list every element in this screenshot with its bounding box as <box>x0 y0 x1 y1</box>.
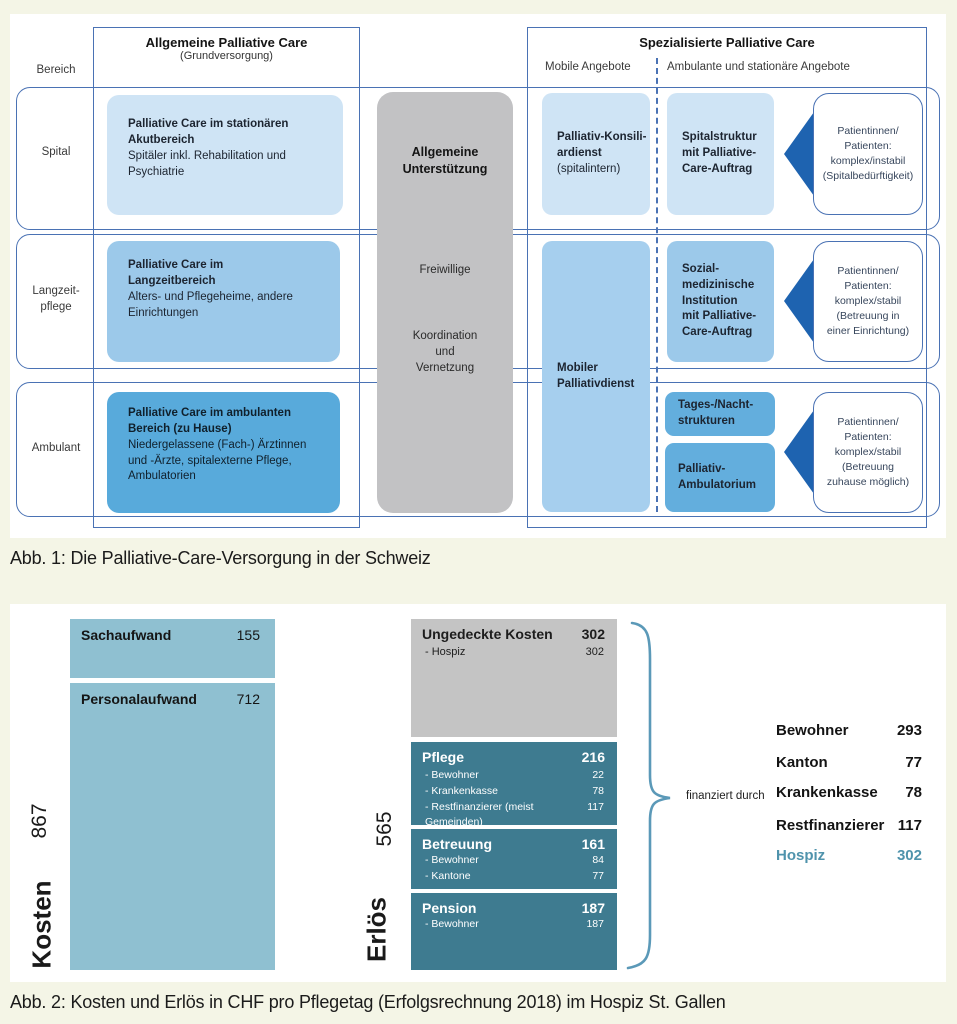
financed-by-label: finanziert durch <box>686 790 765 802</box>
spezialisierte-header-title: Spezialisierte Palliative Care <box>639 35 815 50</box>
sub-label: - Bewohner <box>425 854 479 866</box>
konsiliardienst-box: Palliativ-Konsili- ardienst (spitalinter… <box>542 93 650 215</box>
ambulante-stationaere-column-label: Ambulante und stationäre Angebote <box>667 61 850 73</box>
konsiliardienst-title: Palliativ-Konsili- ardienst <box>557 131 647 160</box>
sub-value: 117 <box>587 800 604 813</box>
arrow-left-icon <box>784 259 814 343</box>
sub-label: - Kantone <box>425 869 471 882</box>
segment-ungedeckte-value: 302 <box>581 626 605 642</box>
patient-box-spital: Patientinnen/ Patienten: komplex/instabi… <box>813 93 923 215</box>
arrow-left-icon <box>784 410 814 494</box>
sub-value: 187 <box>586 918 604 930</box>
segment-ungedeckte-label: Ungedeckte Kosten <box>422 626 553 642</box>
financing-label: Bewohner <box>776 722 849 739</box>
financing-label: Hospiz <box>776 847 826 864</box>
sub-hospiz-label: - Hospiz <box>425 646 466 658</box>
financing-value: 302 <box>896 847 922 864</box>
sozialmedizinische-box: Sozial- medizinische Institution mit Pal… <box>667 241 774 362</box>
care-box-ambulant-title: Palliative Care im ambulanten Bereich (z… <box>128 407 291 435</box>
figure1-panel: Bereich Allgemeine Palliative Care (Grun… <box>10 14 946 538</box>
konsiliardienst-body: (spitalintern) <box>557 162 621 175</box>
support-item-freiwillige: Freiwillige <box>419 264 471 276</box>
care-box-spital: Palliative Care im stationären Akutberei… <box>107 95 343 215</box>
care-box-langzeit: Palliative Care im Langzeitbereich Alter… <box>107 241 340 362</box>
care-box-ambulant-body: Niedergelassene (Fach-) Ärztinnen und -Ä… <box>128 438 307 483</box>
financing-value: 293 <box>896 722 922 739</box>
segment-pension-label: Pension <box>422 900 477 916</box>
segment-personalaufwand-value: 712 <box>236 691 260 707</box>
segment-personalaufwand-label: Personalaufwand <box>81 691 197 707</box>
care-box-langzeit-title: Palliative Care im Langzeitbereich <box>128 259 224 287</box>
mobiler-palliativdienst-box: Mobiler Palliativdienst <box>542 241 650 512</box>
financing-row: Restfinanzierer 117 <box>776 817 922 834</box>
care-box-spital-title: Palliative Care im stationären Akutberei… <box>128 118 289 146</box>
segment-betreuung-label: Betreuung <box>422 836 492 852</box>
spitalstruktur-box: Spitalstruktur mit Palliative- Care-Auft… <box>667 93 774 215</box>
sub-label: - Bewohner <box>425 918 479 930</box>
segment-ungedeckte-kosten: Ungedeckte Kosten 302 - Hospiz 302 <box>411 619 617 737</box>
arrow-left-icon <box>784 112 814 196</box>
financing-row: Krankenkasse 78 <box>776 784 922 801</box>
segment-sachaufwand-label: Sachaufwand <box>81 627 172 643</box>
care-box-langzeit-body: Alters- und Pflegeheime, andere Einricht… <box>128 290 293 319</box>
financing-label: Kanton <box>776 754 828 771</box>
care-box-ambulant: Palliative Care im ambulanten Bereich (z… <box>107 392 340 513</box>
sub-value: 84 <box>592 854 604 866</box>
tages-nacht-box: Tages-/Nacht- strukturen <box>665 392 775 436</box>
figure2-caption: Abb. 2: Kosten und Erlös in CHF pro Pfle… <box>10 992 726 1012</box>
care-box-spital-body: Spitäler inkl. Rehabilitation und Psychi… <box>128 149 286 178</box>
segment-personalaufwand: Personalaufwand 712 <box>70 683 275 970</box>
segment-sachaufwand: Sachaufwand 155 <box>70 619 275 678</box>
support-column-box: Allgemeine Unterstützung Freiwillige Koo… <box>377 92 513 513</box>
row-label-langzeitpflege: Langzeit- pflege <box>32 285 80 313</box>
bereich-column-label: Bereich <box>36 64 76 76</box>
allgemeine-header-title: Allgemeine Palliative Care <box>145 35 308 50</box>
segment-betreuung-value: 161 <box>581 836 605 852</box>
sub-label: - Bewohner <box>425 769 479 781</box>
sub-value: 78 <box>592 784 604 797</box>
dashed-divider-line <box>656 58 658 512</box>
mobile-angebote-column-label: Mobile Angebote <box>545 61 631 73</box>
palliativ-ambulatorium-box: Palliativ- Ambulatorium <box>665 443 775 512</box>
segment-pension-value: 187 <box>581 900 605 916</box>
figure1-caption: Abb. 1: Die Palliative-Care-Versorgung i… <box>10 548 431 568</box>
financing-row-hospiz: Hospiz 302 <box>776 847 922 864</box>
row-label-spital: Spital <box>41 146 71 158</box>
row-label-ambulant: Ambulant <box>31 442 81 454</box>
financing-value: 78 <box>905 784 922 801</box>
segment-pension: Pension 187 - Bewohner 187 <box>411 893 617 970</box>
financing-row: Kanton 77 <box>776 754 922 771</box>
allgemeine-column-frame <box>93 27 360 528</box>
curly-brace-icon <box>626 621 671 970</box>
erloes-axis-label: Erlös <box>361 896 392 963</box>
segment-pflege-value: 216 <box>581 749 605 765</box>
spezialisierte-column-frame <box>527 27 927 528</box>
patient-box-ambulant: Patientinnen/ Patienten: komplex/stabil … <box>813 392 923 513</box>
financing-label: Krankenkasse <box>776 784 878 801</box>
segment-pflege: Pflege 216 - Bewohner 22 - Krankenkasse … <box>411 742 617 828</box>
figure2-panel: Sachaufwand 155 Personalaufwand 712 867 … <box>10 604 946 982</box>
financing-value: 117 <box>897 817 922 834</box>
allgemeine-header-subtitle: (Grundversorgung) <box>180 50 273 62</box>
segment-betreuung: Betreuung 161 - Bewohner 84 - Kantone 77 <box>411 829 617 889</box>
patient-box-langzeit: Patientinnen/ Patienten: komplex/stabil … <box>813 241 923 362</box>
support-item-koordination: Koordination und Vernetzung <box>412 330 478 375</box>
sub-value: 22 <box>592 769 604 781</box>
segment-pflege-label: Pflege <box>422 749 465 765</box>
sub-label: - Krankenkasse <box>425 784 498 797</box>
sub-label: - Restfinanzierer (meist Gemeinden) <box>425 800 534 829</box>
sub-value: 77 <box>592 869 604 882</box>
sub-hospiz-value: 302 <box>585 646 604 658</box>
financing-label: Restfinanzierer <box>776 817 885 834</box>
support-column-title: Allgemeine Unterstützung <box>402 145 488 176</box>
financing-value: 77 <box>905 754 922 771</box>
segment-sachaufwand-value: 155 <box>236 627 260 643</box>
kosten-axis-label: Kosten <box>26 880 57 969</box>
financing-row: Bewohner 293 <box>776 722 922 739</box>
